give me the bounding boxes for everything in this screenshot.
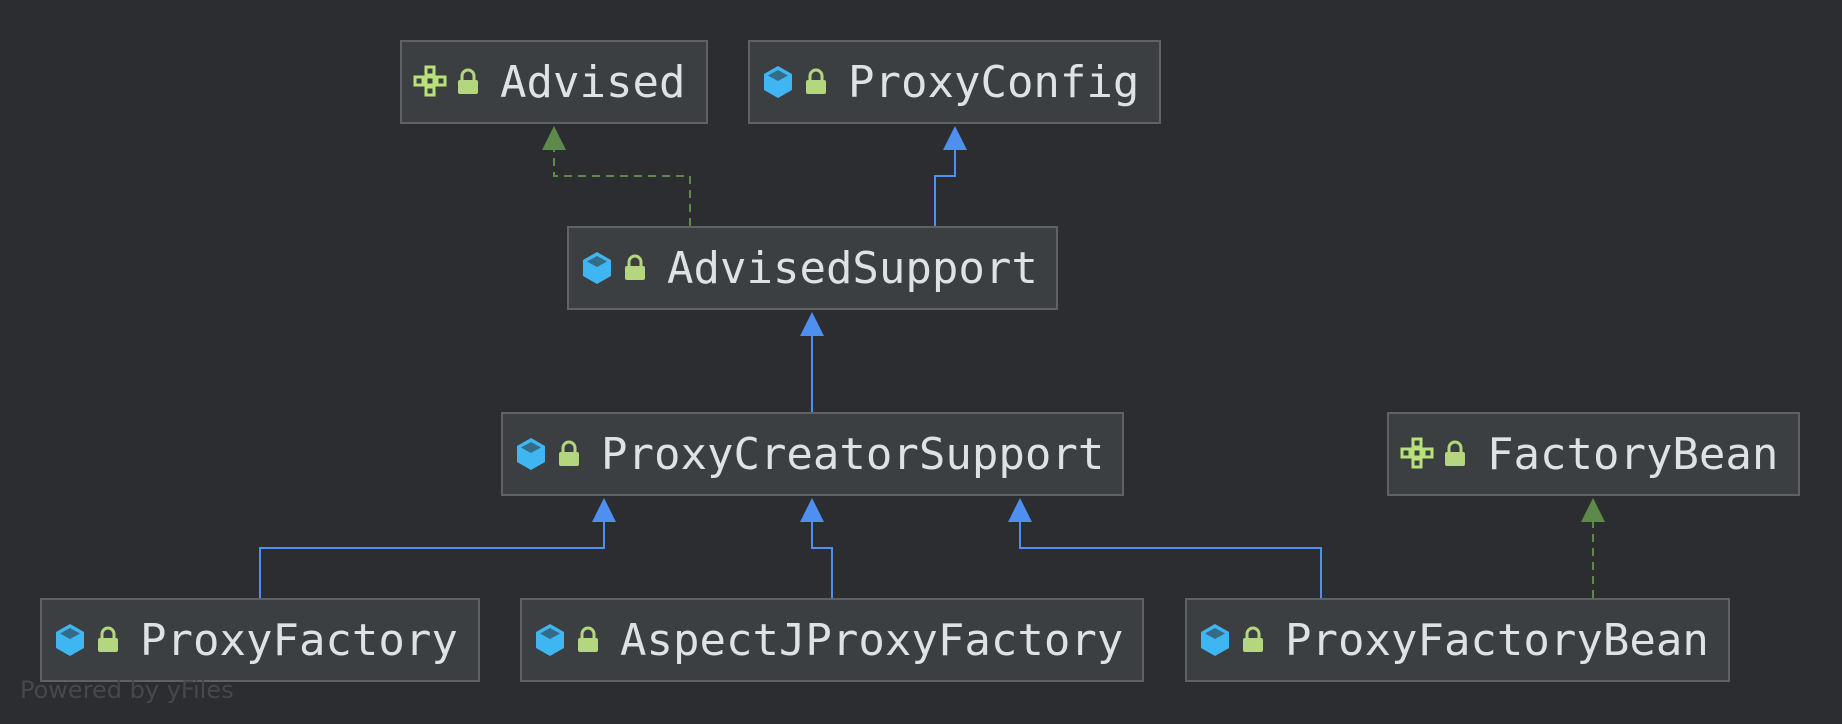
arrowhead-proxyconfig bbox=[943, 126, 967, 150]
node-label: ProxyFactory bbox=[140, 614, 458, 666]
node-proxy-creator-support[interactable]: ProxyCreatorSupport bbox=[501, 412, 1124, 496]
arrowhead-advised bbox=[542, 126, 566, 150]
arrowhead-pcs-left bbox=[592, 498, 616, 522]
class-icon bbox=[517, 438, 545, 470]
node-label: AdvisedSupport bbox=[667, 242, 1038, 294]
class-icon bbox=[56, 624, 84, 656]
class-icon bbox=[1201, 624, 1229, 656]
class-icon bbox=[536, 624, 564, 656]
node-proxy-factory[interactable]: ProxyFactory bbox=[40, 598, 480, 682]
arrowhead-pcs-middle bbox=[800, 498, 824, 522]
arrowhead-factorybean bbox=[1581, 498, 1605, 522]
interface-icon bbox=[413, 65, 447, 97]
node-proxy-factory-bean[interactable]: ProxyFactoryBean bbox=[1185, 598, 1730, 682]
yfiles-watermark: Powered by yFiles bbox=[20, 676, 234, 704]
node-label: ProxyCreatorSupport bbox=[601, 428, 1105, 480]
lock-icon bbox=[98, 626, 118, 652]
interface-icon bbox=[1400, 437, 1434, 469]
lock-icon bbox=[578, 626, 598, 652]
edge-proxyfactory-extends-proxycreatorsupport bbox=[259, 522, 605, 598]
edge-advisedsupport-extends-proxyconfig bbox=[934, 150, 956, 226]
lock-icon bbox=[625, 254, 645, 280]
node-label: AspectJProxyFactory bbox=[620, 614, 1124, 666]
edge-aspectjproxyfactory-extends-proxycreatorsupport bbox=[811, 522, 833, 598]
node-label: Advised bbox=[500, 56, 686, 108]
lock-icon bbox=[1445, 440, 1465, 466]
lock-icon bbox=[458, 68, 478, 94]
node-aspectj-proxy-factory[interactable]: AspectJProxyFactory bbox=[520, 598, 1144, 682]
lock-icon bbox=[1243, 626, 1263, 652]
node-label: FactoryBean bbox=[1487, 428, 1779, 480]
node-label: ProxyConfig bbox=[848, 56, 1140, 108]
arrowhead-advisedsupport bbox=[800, 312, 824, 336]
node-factory-bean[interactable]: FactoryBean bbox=[1387, 412, 1800, 496]
class-icon bbox=[583, 252, 611, 284]
edge-advisedsupport-implements-advised bbox=[553, 150, 691, 226]
node-label: ProxyFactoryBean bbox=[1285, 614, 1709, 666]
node-advised[interactable]: Advised bbox=[400, 40, 708, 124]
class-icon bbox=[764, 66, 792, 98]
node-advised-support[interactable]: AdvisedSupport bbox=[567, 226, 1058, 310]
lock-icon bbox=[806, 68, 826, 94]
edge-proxyfactorybean-extends-proxycreatorsupport bbox=[1019, 522, 1322, 598]
lock-icon bbox=[559, 440, 579, 466]
node-proxy-config[interactable]: ProxyConfig bbox=[748, 40, 1161, 124]
arrowhead-pcs-right bbox=[1008, 498, 1032, 522]
